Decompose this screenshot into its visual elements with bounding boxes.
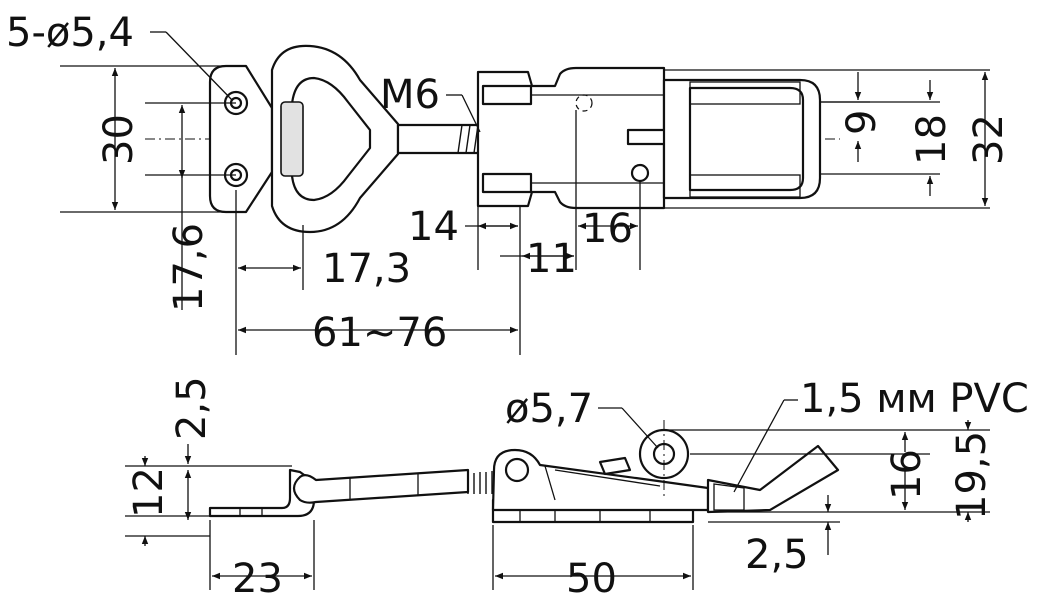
top-view: 5-ø5,4 M6 30 17,6 17,3 61~76 14 11 16 9 … [6, 10, 1012, 356]
thread-label: M6 [380, 72, 440, 118]
dim-18: 18 [909, 114, 955, 165]
side-view: 2,5 12 23 ø5,7 1,5 мм PVC 50 16 19,5 2,5 [125, 376, 1029, 602]
dim-14: 14 [408, 204, 459, 250]
side-rod [292, 468, 470, 504]
side-hook [706, 444, 840, 514]
dim-9: 9 [839, 110, 885, 135]
left-mount-plate [208, 64, 274, 214]
dim-50: 50 [566, 556, 617, 602]
dim-2-5-bottom: 2,5 [745, 532, 809, 578]
pivot-hole-icon [575, 94, 593, 112]
dim-23: 23 [232, 556, 283, 602]
dim-17-6: 17,6 [166, 223, 212, 312]
holes-label: 5-ø5,4 [6, 10, 134, 56]
side-lever [491, 448, 710, 512]
dim-12: 12 [126, 467, 172, 518]
dim-32: 32 [966, 114, 1012, 165]
pin-label: ø5,7 [505, 386, 593, 432]
dim-17-3: 17,3 [322, 246, 411, 292]
dim-30: 30 [96, 114, 142, 165]
pvc-label: 1,5 мм PVC [800, 376, 1029, 422]
dim-61-76: 61~76 [312, 310, 447, 356]
dim-19-5: 19,5 [949, 431, 995, 520]
dim-16-side: 16 [884, 449, 930, 500]
dim-2-5-top: 2,5 [169, 376, 215, 440]
dim-16-top: 16 [582, 206, 633, 252]
dim-11: 11 [526, 236, 577, 282]
